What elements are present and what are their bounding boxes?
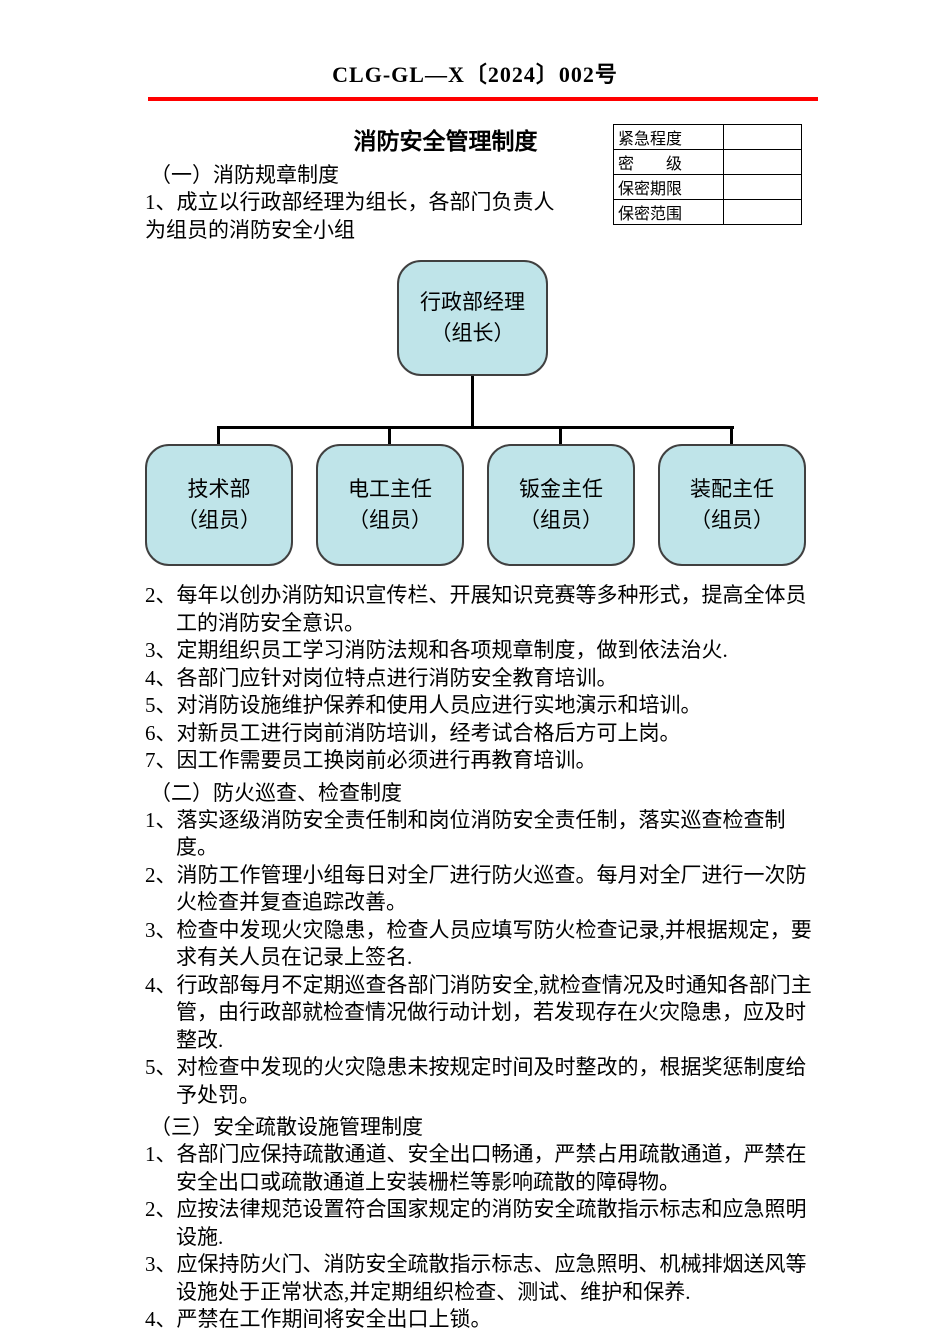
org-box-member-role: （组员）: [519, 508, 603, 532]
list-item: 6、对新员工进行岗前消防培训，经考试合格后方可上岗。: [145, 720, 681, 745]
table-row: 密 级: [613, 149, 802, 175]
meta-label-secrecy-level: 密 级: [613, 149, 724, 175]
connector-line: [559, 428, 562, 445]
meta-label-secrecy-term: 保密期限: [613, 174, 724, 200]
connector-line: [730, 428, 733, 445]
list-item: 5、对消防设施维护保养和使用人员应进行实地演示和培训。: [145, 693, 702, 717]
document-body: 消防安全管理制度 （一）消防规章制度 1、成立以行政部经理为组长，各部门负责人为…: [145, 127, 820, 1334]
connector-line: [217, 426, 734, 429]
list-item: 4、各部门应针对岗位特点进行消防安全教育培训。: [145, 665, 618, 690]
list-item: 2、每年以创办消防知识宣传栏、开展知识竞赛等多种形式，提高全体员工的消防安全意识…: [145, 583, 807, 635]
list-item: 3、定期组织员工学习消防法规和各项规章制度，做到依法治火.: [145, 638, 728, 662]
list-item: 1、各部门应保持疏散通道、安全出口畅通，严禁占用疏散通道，严禁在安全出口或疏散通…: [145, 1142, 807, 1194]
connector-line: [217, 428, 220, 445]
doc-number: CLG-GL—X〔2024〕002号: [332, 62, 618, 87]
org-box-leader: 行政部经理 （组长）: [397, 260, 548, 376]
org-box-member-role: （组员）: [348, 508, 432, 532]
org-box-member-assembly: 装配主任 （组员）: [658, 444, 806, 566]
section-heading-2: （二）防火巡查、检查制度: [150, 780, 402, 805]
table-row: 紧急程度: [613, 124, 802, 150]
classification-table: 紧急程度 密 级 保密期限 保密范围: [613, 124, 802, 225]
org-box-member-role: （组员）: [690, 508, 774, 532]
org-box-member-role: （组员）: [177, 508, 261, 532]
org-box-member-title: 技术部: [187, 477, 251, 501]
org-box-member-electric: 电工主任 （组员）: [316, 444, 464, 566]
connector-line: [388, 428, 391, 445]
list-item: 3、检查中发现火灾隐患，检查人员应填写防火检查记录,并根据规定，要求有关人员在记…: [145, 917, 812, 970]
page-title: 消防安全管理制度: [353, 129, 538, 154]
meta-value-secrecy-level: [723, 149, 802, 175]
org-box-member-sheetmetal: 钣金主任 （组员）: [487, 444, 635, 566]
list-item: 1、落实逐级消防安全责任制和岗位消防安全责任制，落实巡查检查制度。: [145, 807, 786, 860]
list-item: 3、应保持防火门、消防安全疏散指示标志、应急照明、机械排烟送风等设施处于正常状态…: [145, 1252, 807, 1304]
list-item: 2、消防工作管理小组每日对全厂进行防火巡查。每月对全厂进行一次防火检查并复查追踪…: [145, 862, 807, 915]
org-box-member-title: 装配主任: [690, 477, 774, 501]
list-item: 7、因工作需要员工换岗前必须进行再教育培训。: [145, 748, 597, 772]
list-item: 2、应按法律规范设置符合国家规定的消防安全疏散指示标志和应急照明设施.: [145, 1197, 807, 1249]
meta-value-secrecy-term: [723, 174, 802, 200]
list-item: 4、严禁在工作期间将安全出口上锁。: [145, 1307, 492, 1331]
org-box-leader-role: （组长）: [430, 321, 515, 345]
org-box-member-tech: 技术部 （组员）: [145, 444, 293, 566]
org-box-leader-title: 行政部经理: [420, 290, 525, 314]
org-box-member-title: 钣金主任: [519, 477, 603, 501]
meta-value-secrecy-scope: [723, 199, 802, 225]
list-item: 5、对检查中发现的火灾隐患未按规定时间及时整改的，根据奖惩制度给予处罚。: [145, 1055, 807, 1107]
header-divider: [148, 97, 818, 101]
table-row: 保密期限: [613, 174, 802, 200]
table-row: 保密范围: [613, 199, 802, 225]
list-item: 4、行政部每月不定期巡查各部门消防安全,就检查情况及时通知各部门主管，由行政部就…: [145, 972, 812, 1052]
list-item: 1、成立以行政部经理为组长，各部门负责人为组员的消防安全小组: [145, 190, 555, 242]
connector-line: [471, 376, 474, 429]
document-header: CLG-GL—X〔2024〕002号: [0, 0, 950, 101]
org-box-member-title: 电工主任: [348, 477, 432, 501]
meta-value-urgency: [723, 124, 802, 150]
meta-label-urgency: 紧急程度: [613, 124, 724, 150]
section-heading-3: （三）安全疏散设施管理制度: [150, 1115, 423, 1139]
section-heading-1: （一）消防规章制度: [150, 163, 339, 187]
org-chart: 行政部经理 （组长） 技术部 （组员） 电工主任 （组员） 钣金主任 （组员）: [145, 252, 820, 582]
meta-label-secrecy-scope: 保密范围: [613, 199, 724, 225]
